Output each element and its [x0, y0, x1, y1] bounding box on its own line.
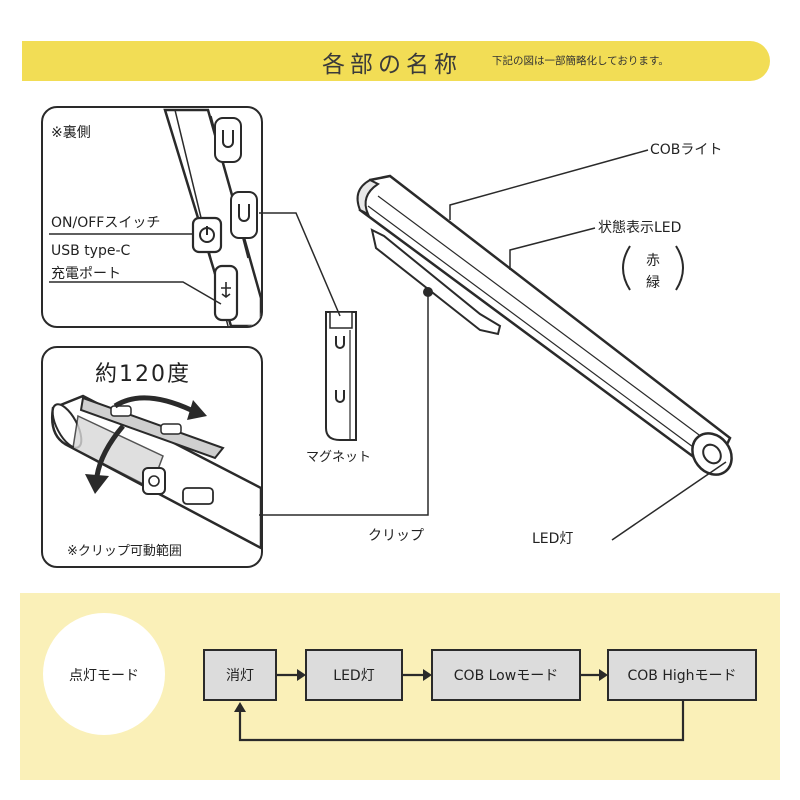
led-lamp-label: LED灯	[532, 531, 574, 547]
lighting-mode-title: 点灯モード	[69, 668, 139, 684]
clip-range-note: ※クリップ可動範囲	[67, 544, 182, 559]
main-diagram	[259, 149, 733, 541]
clip-leader	[259, 292, 429, 516]
clip-label: クリップ	[368, 528, 424, 544]
back-side-title: ※裏側	[51, 125, 91, 141]
mode-box-cob-low: COB Lowモード	[431, 649, 581, 701]
mode-box-off: 消灯	[203, 649, 277, 701]
page-title: 各部の名称	[322, 52, 462, 78]
status-led-label: 状態表示LED	[598, 220, 682, 236]
pen-illustration	[356, 174, 733, 476]
status-led-green-label: 緑	[646, 275, 660, 291]
cob-light-label: COBライト	[650, 142, 723, 158]
mode-box-cob-high: COB Highモード	[607, 649, 757, 701]
onoff-switch-label: ON/OFFスイッチ	[51, 215, 161, 231]
back-side-panel: ※裏側 ON/OFFスイッチ USB type-C 充電ポート	[41, 106, 263, 328]
status-led-red-label: 赤	[646, 253, 660, 269]
arrow-right-icon	[297, 669, 306, 681]
arrow-right-icon	[423, 669, 432, 681]
header-bar	[22, 41, 770, 81]
arrow-right-icon	[599, 669, 608, 681]
lighting-mode-circle	[43, 613, 165, 735]
cob-light-leader	[449, 149, 649, 220]
clip-range-illustration	[51, 394, 261, 550]
usb-label-line2: 充電ポート	[51, 266, 121, 282]
status-led-bracket-right	[675, 245, 684, 291]
clip-range-panel: 約120度 ※クリップ可動範囲	[41, 346, 263, 568]
status-led-leader	[509, 227, 596, 270]
magnet-label: マグネット	[306, 450, 372, 465]
mode-box-led: LED灯	[305, 649, 403, 701]
back-side-illustration	[49, 108, 261, 326]
usb-label-line1: USB type-C	[51, 243, 131, 259]
header-note: 下記の図は一部簡略化しております。	[492, 55, 669, 67]
clip-angle-label: 約120度	[95, 362, 191, 387]
arrow-up-icon	[234, 702, 246, 712]
led-lamp-leader	[611, 461, 727, 541]
mode-flow-arrows	[234, 669, 685, 742]
status-led-bracket-left	[622, 245, 631, 291]
magnet-closeup	[325, 311, 357, 441]
